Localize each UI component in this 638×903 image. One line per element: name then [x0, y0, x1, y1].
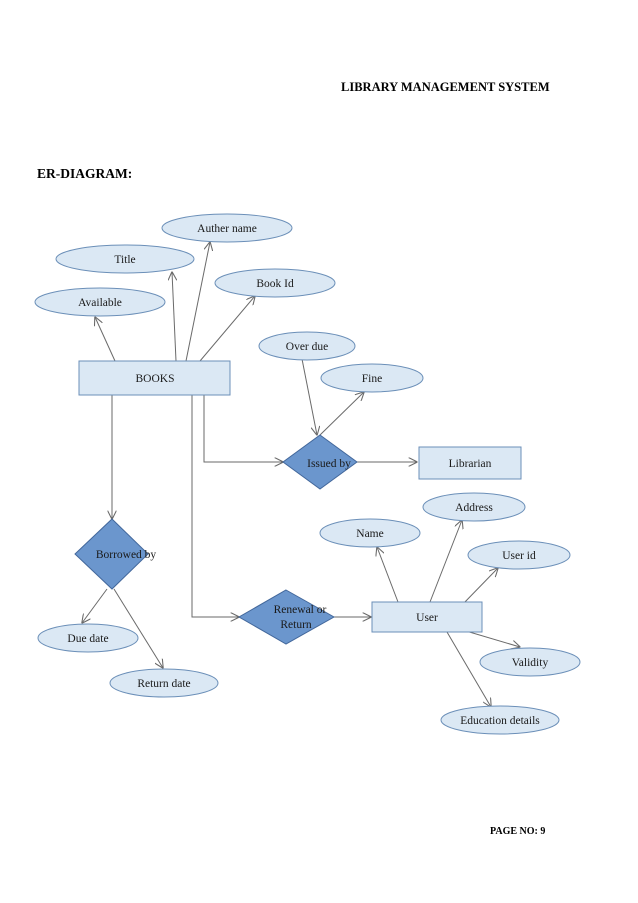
connector-user-validity — [465, 630, 520, 647]
section-heading: ER-DIAGRAM: — [37, 166, 133, 181]
connector-user-userid — [461, 568, 498, 606]
attribute-name: Name — [319, 518, 421, 548]
connector-books-auther-name — [185, 242, 210, 362]
attribute-user-id-label: User id — [502, 550, 536, 562]
relationship-issued-by-label: Issued by — [307, 458, 351, 470]
attribute-title: Title — [55, 244, 195, 274]
connector-borrowed-duedate — [82, 588, 108, 623]
connector-user-education — [446, 631, 491, 707]
attribute-address: Address — [422, 492, 526, 522]
attribute-validity: Validity — [479, 647, 581, 677]
connector-books-issued-by — [203, 395, 283, 462]
connector-books-renewal — [191, 395, 239, 617]
attribute-address-label: Address — [455, 502, 493, 514]
entity-user-label: User — [416, 612, 438, 624]
attribute-book-id: Book Id — [214, 268, 336, 298]
connectors — [82, 242, 520, 707]
attribute-available-label: Available — [78, 297, 122, 309]
entity-books-label: BOOKS — [136, 373, 175, 385]
attribute-due-date: Due date — [37, 623, 139, 653]
page-header-title: LIBRARY MANAGEMENT SYSTEM — [341, 80, 550, 94]
attribute-validity-label: Validity — [512, 657, 549, 669]
attribute-return-date-label: Return date — [137, 678, 190, 690]
attribute-return-date: Return date — [109, 668, 219, 698]
entity-books: BOOKS — [78, 360, 231, 396]
attribute-fine: Fine — [320, 363, 424, 393]
connector-borrowed-returndate — [113, 588, 163, 668]
connector-books-title — [172, 272, 176, 362]
connector-overdue-issuedby — [301, 358, 317, 435]
attribute-over-due-label: Over due — [286, 341, 328, 353]
connector-books-book-id — [199, 296, 255, 362]
relationship-borrowed-by: Borrowed by — [74, 518, 157, 590]
relationship-renewal-line-2: Return — [280, 619, 312, 631]
attribute-book-id-label: Book Id — [256, 278, 294, 290]
attribute-name-label: Name — [356, 528, 383, 540]
connector-user-name — [377, 547, 399, 603]
connector-books-available — [95, 317, 116, 362]
relationship-renewal-line-1: Renewal or — [274, 604, 327, 616]
entity-user: User — [371, 601, 483, 633]
attribute-education-details: Education details — [440, 705, 560, 735]
entity-librarian: Librarian — [418, 446, 522, 480]
attribute-user-id: User id — [467, 540, 571, 570]
attribute-due-date-label: Due date — [67, 633, 108, 645]
page-number: PAGE NO: 9 — [490, 826, 546, 837]
attribute-fine-label: Fine — [362, 373, 382, 385]
attribute-auther-name-label: Auther name — [197, 223, 257, 235]
relationship-borrowed-by-label: Borrowed by — [96, 549, 157, 561]
relationship-issued-by: Issued by — [282, 434, 358, 490]
attribute-auther-name: Auther name — [161, 213, 293, 243]
connector-user-address — [429, 520, 462, 603]
entity-librarian-label: Librarian — [449, 458, 492, 470]
relationship-renewal-or-return: Renewal or Return — [237, 589, 336, 645]
attribute-over-due: Over due — [258, 331, 356, 361]
attribute-education-details-label: Education details — [460, 715, 540, 727]
attribute-available: Available — [34, 287, 166, 317]
attribute-title-label: Title — [114, 254, 135, 266]
connector-fine-issuedby — [319, 392, 364, 436]
